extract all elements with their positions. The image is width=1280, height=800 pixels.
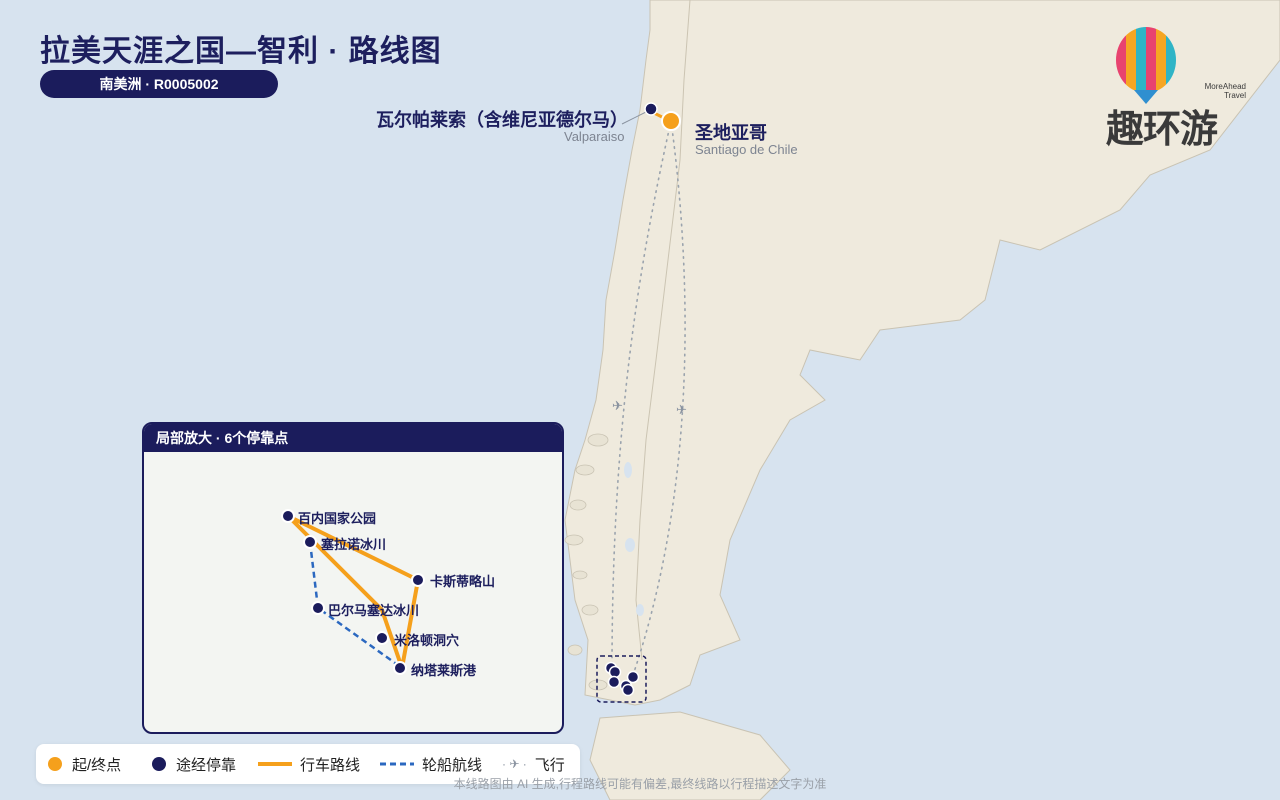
page-title: 拉美天涯之国—智利 · 路线图 xyxy=(40,35,442,68)
legend-boat: 轮船航线 xyxy=(380,744,482,784)
stop-marker-torres[interactable] xyxy=(281,509,295,523)
inset-map xyxy=(281,509,425,675)
route-code-badge: 南美洲 · R0005002 xyxy=(40,70,278,98)
stop-label-milodon: 米洛顿洞穴 xyxy=(394,633,460,648)
stop-label-castillo: 卡斯蒂略山 xyxy=(430,574,496,589)
stop-marker xyxy=(621,683,635,697)
fjord-islands xyxy=(564,433,609,691)
logo-en-line1: MoreAhead xyxy=(1204,82,1246,91)
legend-drive: 行车路线 xyxy=(258,744,360,784)
legend-drive-label: 行车路线 xyxy=(300,756,361,774)
border-line xyxy=(635,0,691,661)
santiago-en-label: Santiago de Chile xyxy=(695,142,798,157)
zoom-area-box[interactable] xyxy=(596,655,647,703)
land-south-america xyxy=(564,0,1280,706)
legend-stop: 途经停靠 xyxy=(152,744,236,784)
map-legend: 起/终点 途经停靠 行车路线 轮船航线 · ✈ · 飞行 xyxy=(36,744,580,784)
legend-start-end-label: 起/终点 xyxy=(72,756,122,774)
start-end-marker[interactable] xyxy=(661,111,681,131)
zoom-inset: 局部放大 · 6个停靠点 百内国家公园 塞拉诺冰川 卡斯蒂略山 巴尔马塞达冰川 … xyxy=(142,422,564,734)
boat-route xyxy=(308,541,403,670)
balloon-icon xyxy=(1116,27,1176,104)
disclaimer-text: 本线路图由 AI 生成,行程路线可能有偏差,最终线路以行程描述文字为准 xyxy=(453,777,827,791)
flight-route-1 xyxy=(611,120,672,671)
logo-en-line2: Travel xyxy=(1224,91,1246,100)
stop-marker xyxy=(626,670,640,684)
logo-cn-text: 趣环游 xyxy=(1106,109,1218,151)
flight-route-2 xyxy=(631,120,686,679)
stop-marker-natales[interactable] xyxy=(393,661,407,675)
patagonia-stops xyxy=(604,661,640,697)
brand-logo: MoreAhead Travel 趣环游 xyxy=(1104,26,1254,151)
stop-marker-castillo[interactable] xyxy=(411,573,425,587)
legend-boat-label: 轮船航线 xyxy=(422,756,483,774)
stop-label-serrano: 塞拉诺冰川 xyxy=(321,537,387,552)
inset-title: 局部放大 · 6个停靠点 xyxy=(144,424,562,452)
plane-icon: ✈ xyxy=(612,399,623,414)
stop-marker-serrano[interactable] xyxy=(303,535,317,549)
legend-stop-label: 途经停靠 xyxy=(176,756,237,774)
navy-dot-icon xyxy=(152,757,166,771)
valparaiso-label: 瓦尔帕莱索（含维尼亚德尔马） xyxy=(376,110,628,130)
stop-marker xyxy=(607,675,621,689)
legend-start-end: 起/终点 xyxy=(48,744,121,784)
stop-marker[interactable] xyxy=(644,102,658,116)
santiago-label: 圣地亚哥 xyxy=(695,123,767,143)
plane-icon: · ✈ · xyxy=(502,757,527,771)
plane-icon: ✈ xyxy=(676,403,687,418)
dashed-line-icon xyxy=(380,762,414,766)
stop-label-torres: 百内国家公园 xyxy=(298,511,377,526)
solid-line-icon xyxy=(258,762,292,766)
legend-flight-label: 飞行 xyxy=(534,756,565,774)
stop-marker-balmaceda[interactable] xyxy=(311,601,325,615)
stop-marker-milodon[interactable] xyxy=(375,631,389,645)
legend-flight: · ✈ · 飞行 xyxy=(502,744,565,784)
valparaiso-en-label: Valparaiso xyxy=(564,129,625,144)
stop-label-natales: 纳塔莱斯港 xyxy=(411,663,477,678)
lakes xyxy=(624,462,644,616)
stop-label-balmaceda: 巴尔马塞达冰川 xyxy=(328,603,420,618)
orange-dot-icon xyxy=(48,757,62,771)
land-tierra-del-fuego xyxy=(589,711,791,800)
